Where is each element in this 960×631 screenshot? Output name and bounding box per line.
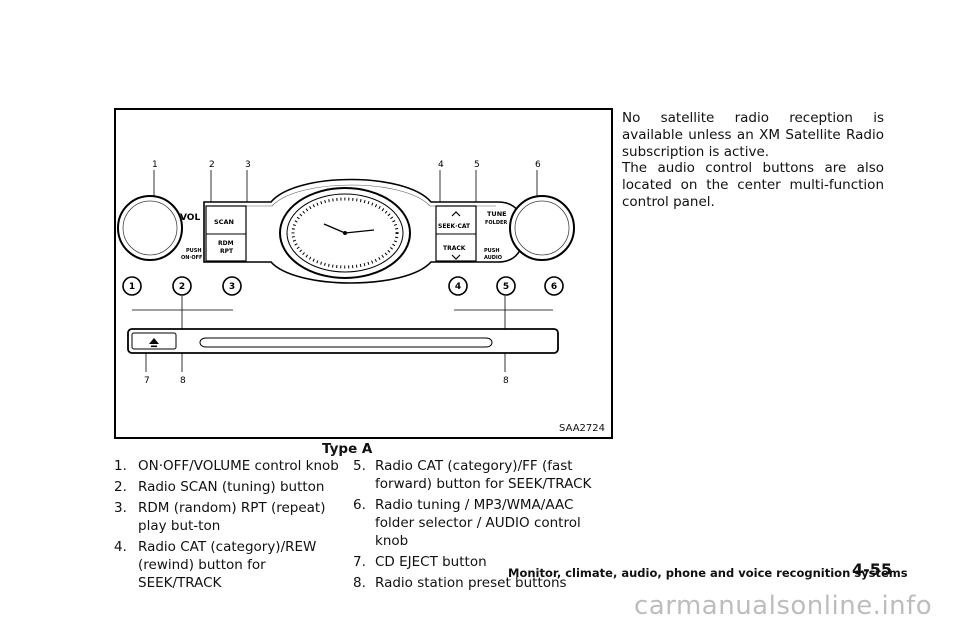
- item-list-right: 5. Radio CAT (category)/FF (fast forward)…: [353, 457, 609, 595]
- audio-panel-illustration: 1 2 3 4 5 6 7 8 8: [117, 160, 575, 386]
- item-text: Radio CAT (category)/FF (fast forward) b…: [375, 458, 592, 492]
- list-item: 1. ON·OFF/VOLUME control knob: [114, 457, 342, 475]
- satellite-paragraph: No satellite radio reception is availabl…: [622, 110, 884, 160]
- list-item: 7. CD EJECT button: [353, 553, 609, 571]
- list-item: 2. Radio SCAN (tuning) button: [114, 478, 342, 496]
- callout-1: 1: [152, 160, 158, 170]
- track-label: TRACK: [443, 245, 466, 252]
- preset-5: 5: [503, 282, 509, 292]
- callout-8-right: 8: [503, 376, 509, 386]
- figure-id: SAA2724: [559, 423, 605, 434]
- figure-caption: Type A: [322, 441, 373, 457]
- item-number: 6.: [353, 497, 366, 513]
- item-text: Radio SCAN (tuning) button: [138, 479, 325, 495]
- item-text: Radio CAT (category)/REW (rewind) button…: [138, 539, 317, 591]
- callout-7: 7: [144, 376, 150, 386]
- item-number: 3.: [114, 500, 127, 516]
- control-panel-paragraph: The audio control buttons are also locat…: [622, 160, 884, 210]
- preset-1: 1: [129, 282, 135, 292]
- callout-5: 5: [474, 160, 480, 170]
- item-number: 1.: [114, 458, 127, 474]
- vol-label: VOL: [180, 213, 200, 223]
- callout-2: 2: [209, 160, 215, 170]
- item-list-left: 1. ON·OFF/VOLUME control knob 2. Radio SCA…: [114, 457, 342, 595]
- list-item: 4. Radio CAT (category)/REW (rewind) butt…: [114, 538, 342, 592]
- preset-2: 2: [179, 282, 185, 292]
- callout-6: 6: [535, 160, 541, 170]
- preset-4: 4: [455, 282, 461, 292]
- callout-8-left: 8: [180, 376, 186, 386]
- rdm-line1: RDM: [218, 240, 234, 247]
- section-title: Monitor, climate, audio, phone and voice…: [508, 566, 908, 580]
- item-text: RDM (random) RPT (repeat) play but-ton: [138, 500, 326, 534]
- item-text: Radio tuning / MP3/WMA/AAC folder select…: [375, 497, 581, 549]
- page-number: 4-55: [852, 560, 893, 579]
- list-item: 5. Radio CAT (category)/FF (fast forward)…: [353, 457, 609, 493]
- tune-line1: TUNE: [487, 210, 507, 218]
- seek-cat-label: SEEK·CAT: [438, 223, 471, 230]
- vol-push-line1: PUSH: [186, 248, 202, 254]
- item-number: 2.: [114, 479, 127, 495]
- audio-panel-figure: 1 2 3 4 5 6 7 8 8: [114, 108, 613, 439]
- list-item: 3. RDM (random) RPT (repeat) play but-ton: [114, 499, 342, 535]
- item-number: 8.: [353, 575, 366, 591]
- tune-line2: FOLDER: [485, 220, 507, 226]
- rdm-line2: RPT: [220, 248, 234, 255]
- item-text: CD EJECT button: [375, 554, 487, 570]
- list-item: 6. Radio tuning / MP3/WMA/AAC folder sele…: [353, 496, 609, 550]
- item-number: 7.: [353, 554, 366, 570]
- scan-button-label: SCAN: [214, 218, 234, 226]
- item-number: 4.: [114, 539, 127, 555]
- callout-4: 4: [438, 160, 444, 170]
- watermark[interactable]: carmanualsonline.info: [634, 591, 933, 621]
- vol-push-line2: ON·OFF: [181, 255, 202, 261]
- list-item: 8. Radio station preset buttons: [353, 574, 609, 592]
- preset-6: 6: [551, 282, 557, 292]
- audio-push-line1: PUSH: [484, 248, 500, 254]
- item-text: Radio station preset buttons: [375, 575, 567, 591]
- item-text: ON·OFF/VOLUME control knob: [138, 458, 339, 474]
- callout-3: 3: [245, 160, 251, 170]
- preset-3: 3: [229, 282, 235, 292]
- item-number: 5.: [353, 458, 366, 474]
- audio-push-line2: AUDIO: [484, 255, 502, 261]
